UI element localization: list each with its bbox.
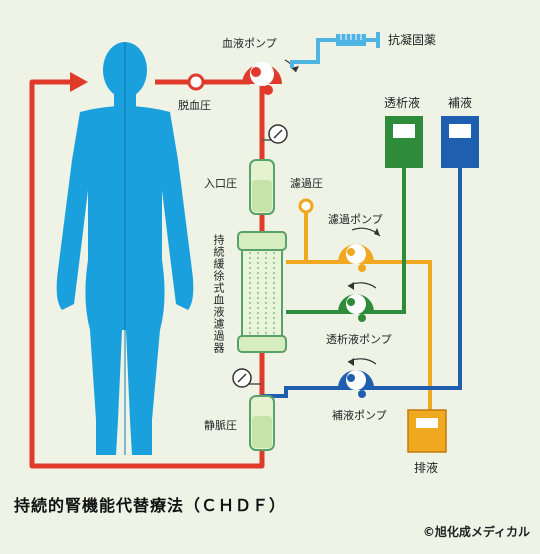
filtration-pressure-sensor [298,198,314,214]
removal-pressure-label: 脱血圧 [178,99,211,112]
dialysate-line [286,168,406,314]
filter-icon [237,231,287,353]
replacement-line [262,168,462,398]
replacement-bag [441,116,479,168]
filtration-pump-label: 濾過ポンプ [328,213,383,226]
page-title: 持続的腎機能代替療法（ＣＨＤＦ） [14,496,287,515]
venous-pressure-gauge-icon [232,368,262,388]
venous-pressure-label: 静脈圧 [204,419,237,432]
inlet-pressure-gauge-icon [262,124,288,144]
blood-pump-icon [242,59,299,95]
filtrate-line [286,212,432,410]
removal-pressure-sensor [187,73,205,91]
filtration-pump-icon [338,227,381,272]
waste-label: 排液 [414,461,439,475]
drip-chamber-top [249,159,275,215]
dialysate-pump-icon [338,282,377,322]
filter-label: 持続緩徐式血液濾過器 [212,234,225,354]
anticoagulant-label: 抗凝固薬 [388,33,437,47]
inlet-pressure-label: 入口圧 [204,177,237,190]
dialysate-bag [385,116,423,168]
dialysate-label: 透析液 [384,96,421,110]
replacement-pump-icon [338,358,377,398]
filtration-pressure-label: 濾過圧 [290,177,323,190]
dialysate-pump-label: 透析液ポンプ [326,333,392,346]
blood-pump-label: 血液ポンプ [222,37,277,50]
anticoagulant-line [290,32,380,68]
flow-arrow [70,72,88,92]
drip-chamber-bottom [249,395,275,451]
replacement-fluid-label: 補液 [448,96,473,110]
copyright-notice: ©旭化成メディカル [422,525,530,539]
waste-container [407,409,447,453]
replacement-pump-label: 補液ポンプ [332,409,387,422]
